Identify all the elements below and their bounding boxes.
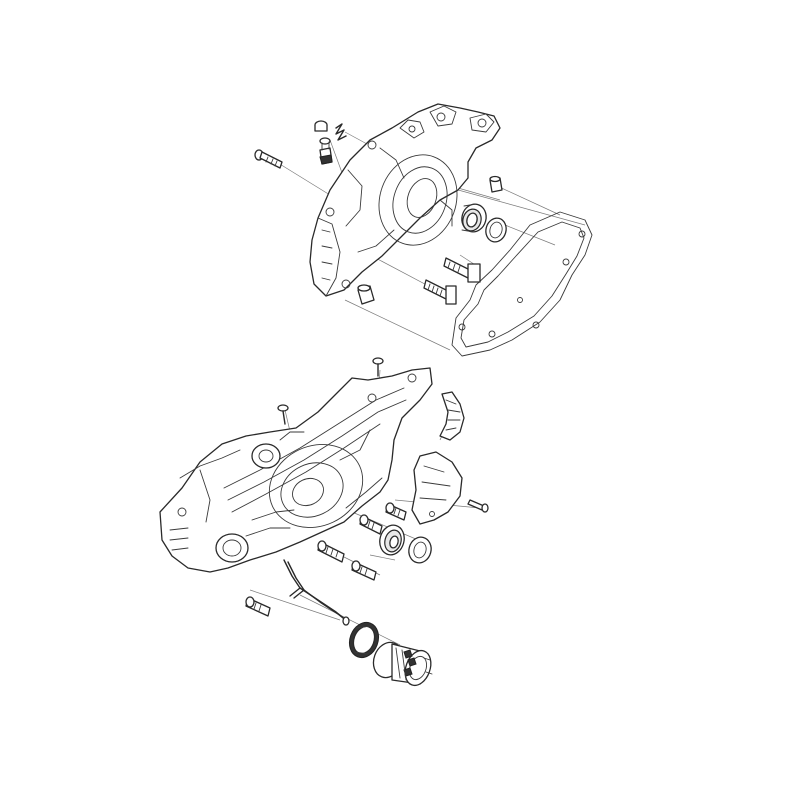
lower-oil-pump-gear xyxy=(372,641,433,687)
lower-top-screw xyxy=(372,357,384,377)
lower-bolt-4 xyxy=(351,560,377,581)
upper-sleeve xyxy=(489,175,503,193)
lower-left-screw xyxy=(277,404,289,425)
lower-bolt-2 xyxy=(359,514,383,535)
lower-bearing xyxy=(379,524,405,556)
upper-bearing xyxy=(461,203,487,233)
upper-short-bolt xyxy=(254,149,283,169)
lower-o-ring xyxy=(348,621,380,659)
upper-seal-ring xyxy=(485,217,507,243)
lower-bolt-3 xyxy=(317,540,345,563)
lower-bolt-1 xyxy=(385,502,407,521)
lower-rubber-buffer xyxy=(439,391,465,441)
upper-mid-bolt xyxy=(443,257,481,283)
lower-assembly xyxy=(159,357,489,687)
upper-dowel-pin xyxy=(357,284,375,305)
lower-stud-bracket xyxy=(283,559,350,626)
upper-long-bolt xyxy=(423,279,457,305)
upper-gasket xyxy=(451,211,593,357)
upper-spring xyxy=(335,123,347,141)
upper-cap xyxy=(314,120,328,132)
upper-assembly xyxy=(254,103,593,357)
upper-plug xyxy=(319,137,333,165)
lower-bolt-5 xyxy=(245,596,271,617)
lower-crankcase-half xyxy=(159,367,433,573)
lower-cover-plate xyxy=(411,451,463,525)
upper-crankcase-half xyxy=(309,103,501,297)
lower-plate-screw xyxy=(467,499,489,513)
lower-seal-ring xyxy=(408,536,432,564)
